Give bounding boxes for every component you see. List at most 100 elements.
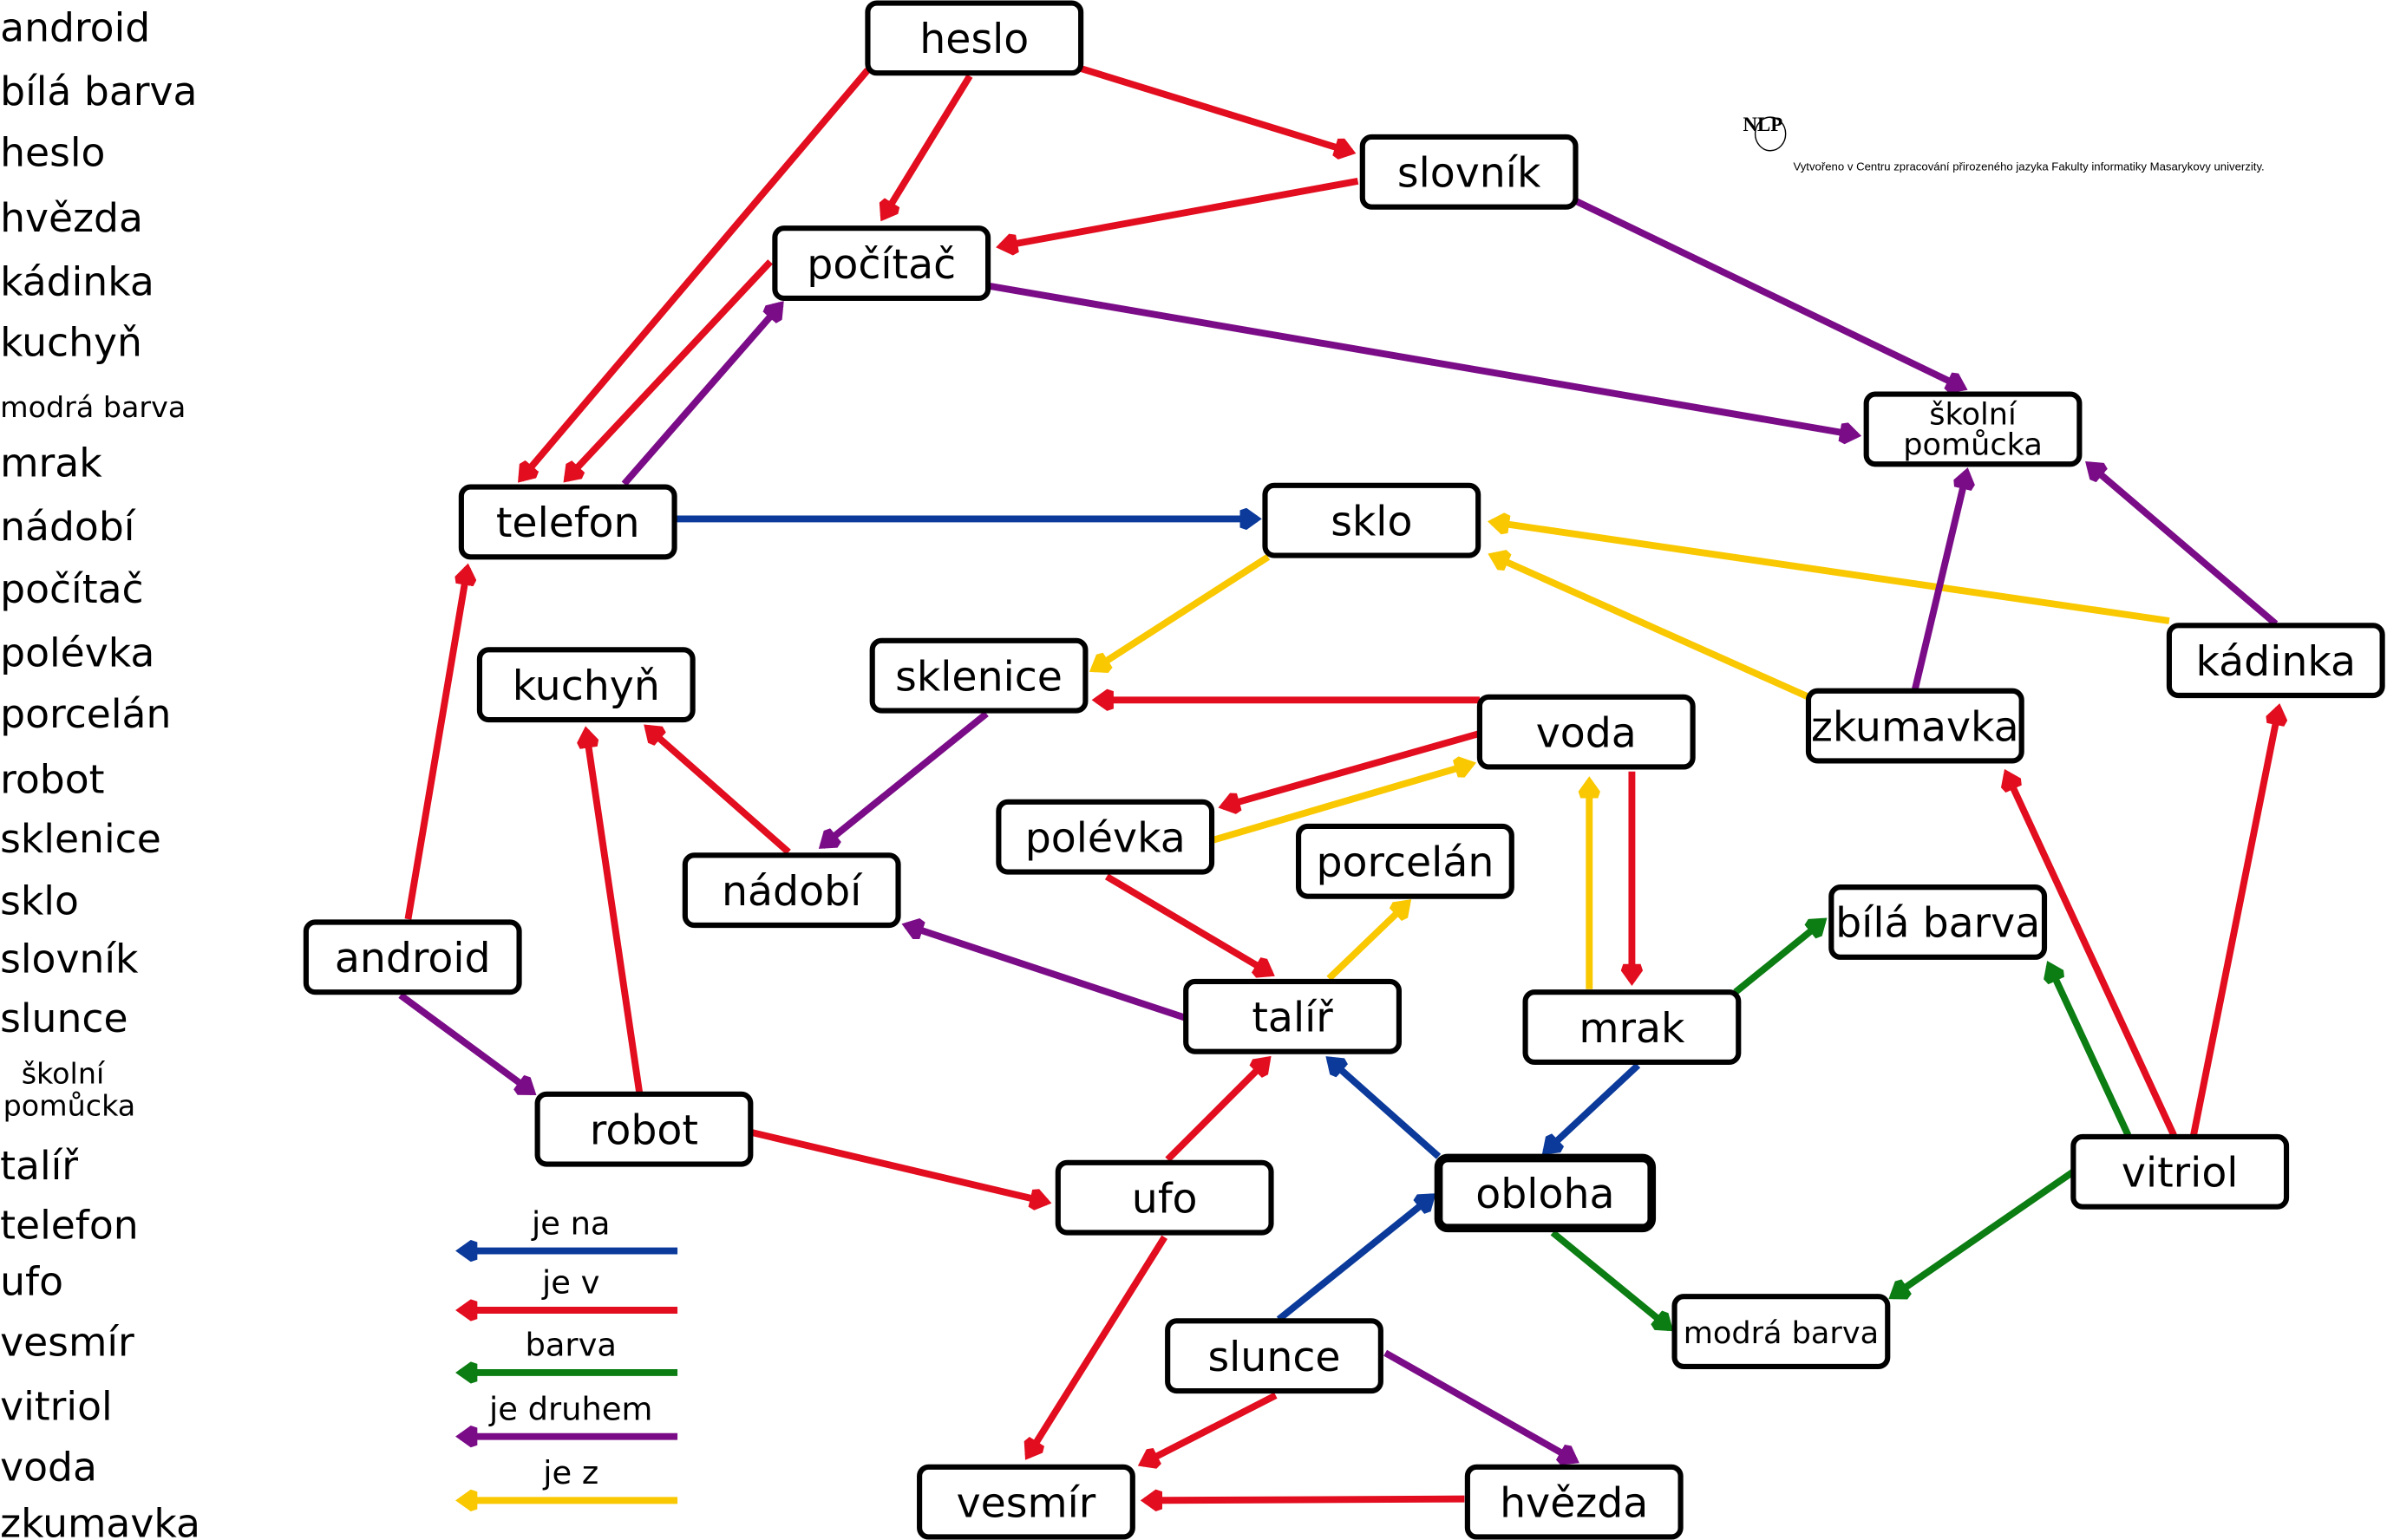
node-label: mrak xyxy=(1579,1005,1685,1053)
node-polevka[interactable]: polévka xyxy=(996,799,1215,875)
word-bank-item[interactable]: talíř xyxy=(0,1143,79,1189)
node-label: android xyxy=(335,935,491,982)
legend-label: je z xyxy=(542,1454,598,1491)
edges xyxy=(398,65,2288,1511)
node-voda[interactable]: voda xyxy=(1476,694,1696,770)
node-label: vitriol xyxy=(2122,1150,2239,1197)
node-sklo[interactable]: sklo xyxy=(1262,482,1481,558)
word-bank-item[interactable]: telefon xyxy=(0,1203,139,1249)
node-android[interactable]: android xyxy=(303,919,522,995)
edge-nadobi-kuchyn xyxy=(644,724,791,855)
node-box xyxy=(865,0,1084,76)
node-box xyxy=(1464,1464,1684,1540)
node-zkumavka[interactable]: zkumavka xyxy=(1805,688,2024,764)
word-bank-item[interactable]: kuchyň xyxy=(0,320,142,366)
edge-polevka-voda xyxy=(1212,756,1477,844)
word-bank-item[interactable]: sklo xyxy=(0,878,79,924)
legend-item-je_v: je v xyxy=(455,1264,678,1321)
edge-vitriol-kadinka xyxy=(2190,703,2288,1136)
word-bank-item[interactable]: kádinka xyxy=(0,258,154,304)
legend-label: je druhem xyxy=(488,1390,652,1427)
node-bila[interactable]: bílá barva xyxy=(1828,884,2048,960)
node-talir[interactable]: talíř xyxy=(1183,978,1402,1054)
node-hvezda[interactable]: hvězda xyxy=(1464,1464,1684,1540)
edge-pocitac-telefon xyxy=(563,259,774,483)
node-kadinka[interactable]: kádinka xyxy=(2166,623,2385,699)
edge-mrak-bila xyxy=(1733,917,1828,995)
edge-obloha-talir xyxy=(1325,1056,1442,1159)
edge-android-robot xyxy=(398,992,537,1096)
node-label: bílá barva xyxy=(1835,900,2040,948)
node-label: sklo xyxy=(1331,498,1412,545)
node-modra[interactable]: modrá barva xyxy=(1671,1294,1891,1370)
node-heslo[interactable]: heslo xyxy=(865,0,1084,76)
word-bank-item[interactable]: počítač xyxy=(0,566,144,612)
node-nadobi[interactable]: nádobí xyxy=(682,852,901,929)
edge-slovnik-skolni xyxy=(1573,198,1968,394)
node-ufo[interactable]: ufo xyxy=(1055,1159,1274,1236)
node-telefon[interactable]: telefon xyxy=(458,484,677,560)
node-obloha[interactable]: obloha xyxy=(1434,1153,1657,1233)
node-kuchyn[interactable]: kuchyň xyxy=(476,647,696,723)
word-bank-item[interactable]: slovník xyxy=(0,936,139,982)
node-box xyxy=(1828,884,2048,960)
node-porcelan[interactable]: porcelán xyxy=(1296,823,1514,899)
node-slunce[interactable]: slunce xyxy=(1165,1318,1383,1394)
logo-text: NLP xyxy=(1743,114,1783,135)
word-bank-item[interactable]: heslo xyxy=(0,129,105,175)
word-bank-item[interactable]: zkumavka xyxy=(0,1500,200,1540)
edge-slunce-vesmir xyxy=(1137,1392,1278,1469)
node-box xyxy=(476,647,696,723)
credit-text: Vytvořeno v Centru zpracování přirozenéh… xyxy=(1793,160,2264,173)
word-bank-item[interactable]: robot xyxy=(0,756,104,802)
node-mrak[interactable]: mrak xyxy=(1522,989,1742,1066)
node-robot[interactable]: robot xyxy=(534,1091,754,1167)
node-box xyxy=(1805,688,2024,764)
word-bank-item[interactable]: polévka xyxy=(0,630,154,676)
edge-telefon-pocitac xyxy=(621,301,784,486)
node-label: modrá barva xyxy=(1684,1315,1879,1351)
legend-label: barva xyxy=(525,1327,617,1364)
word-bank-item[interactable]: vitriol xyxy=(0,1383,113,1429)
node-vitriol[interactable]: vitriol xyxy=(2070,1133,2290,1210)
word-bank-item[interactable]: ufo xyxy=(0,1258,63,1304)
node-vesmir[interactable]: vesmír xyxy=(917,1464,1135,1540)
word-bank-item[interactable]: vesmír xyxy=(0,1320,134,1366)
legend-item-je_na: je na xyxy=(455,1204,678,1263)
node-label: ufo xyxy=(1132,1175,1198,1223)
node-sklenice[interactable]: sklenice xyxy=(869,637,1089,714)
word-bank-item[interactable]: slunce xyxy=(0,995,128,1041)
node-label: obloha xyxy=(1475,1171,1614,1218)
node-label: slovník xyxy=(1397,150,1541,198)
edge-slovnik-pocitac xyxy=(996,177,1359,256)
node-box xyxy=(869,637,1089,714)
edge-android-telefon xyxy=(404,563,477,920)
node-box xyxy=(303,919,522,995)
word-bank-item[interactable]: nádobí xyxy=(0,504,136,550)
node-box xyxy=(458,484,677,560)
word-bank-item[interactable]: voda xyxy=(0,1445,97,1491)
node-label: heslo xyxy=(919,16,1029,63)
edge-talir-porcelan xyxy=(1326,899,1412,982)
node-label: zkumavka xyxy=(1811,703,2019,751)
word-bank-item[interactable]: modrá barva xyxy=(0,390,186,424)
word-bank-item[interactable]: sklenice xyxy=(0,816,161,862)
node-pocitac[interactable]: počítač xyxy=(772,225,991,302)
word-bank-item[interactable]: android xyxy=(0,4,150,50)
word-bank-item[interactable]: hvězda xyxy=(0,195,143,241)
node-slovnik[interactable]: slovník xyxy=(1359,134,1579,210)
legend-label: je v xyxy=(541,1264,599,1302)
node-box xyxy=(2070,1133,2290,1210)
node-label: polévka xyxy=(1025,814,1186,862)
word-bank-item[interactable]: bílá barva xyxy=(0,69,197,114)
edge-ufo-talir xyxy=(1165,1055,1272,1163)
word-bank-item[interactable]: mrak xyxy=(0,440,102,486)
node-box xyxy=(1165,1318,1383,1394)
word-bank-item[interactable]: porcelán xyxy=(0,691,171,737)
legend-item-je_druhem: je druhem xyxy=(455,1390,678,1448)
